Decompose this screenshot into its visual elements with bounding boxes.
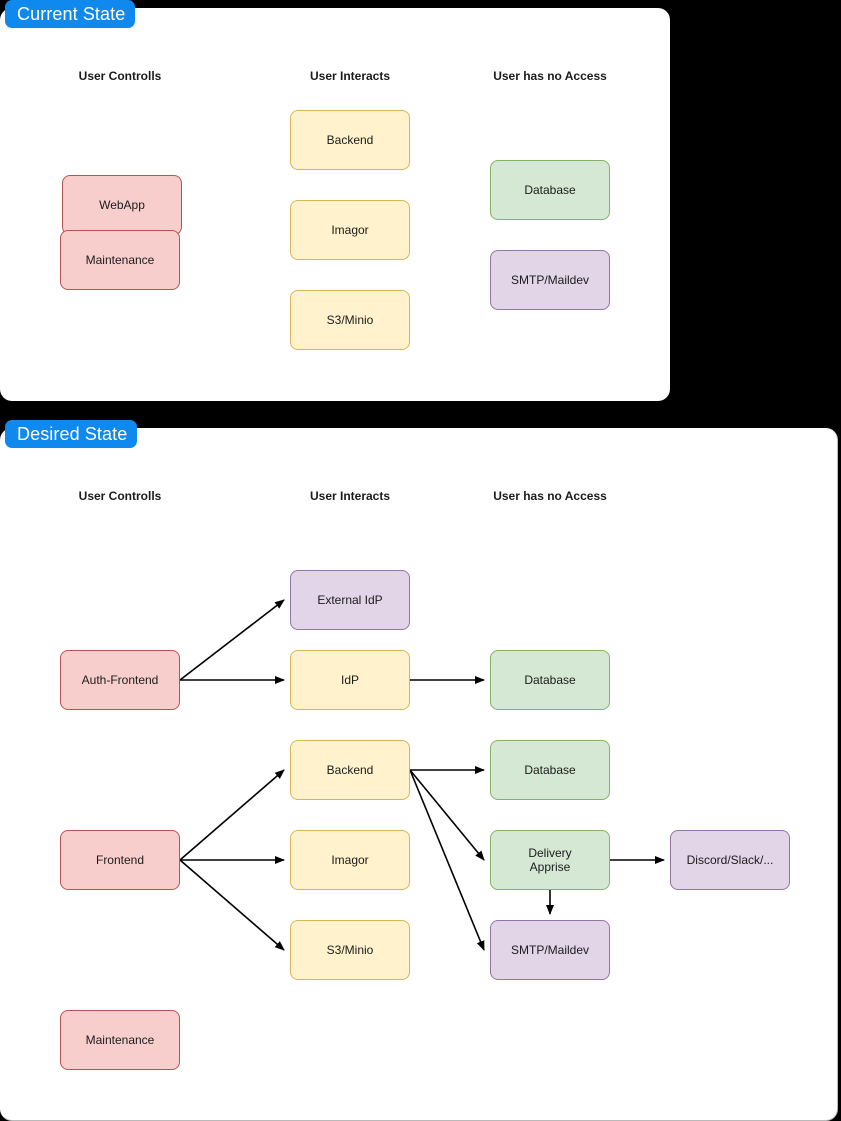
node-desired-delivery[interactable]: Delivery Apprise — [490, 830, 610, 890]
node-label: Auth-Frontend — [81, 673, 159, 687]
node-label: Backend — [326, 133, 374, 147]
node-desired-smtp2[interactable]: SMTP/Maildev — [490, 920, 610, 980]
node-label: Database — [524, 183, 576, 197]
node-label: Database — [524, 763, 576, 777]
node-desired-imagor2[interactable]: Imagor — [290, 830, 410, 890]
desired-column-heading-user-no-access: User has no Access — [493, 489, 607, 503]
node-label: Delivery Apprise — [528, 846, 572, 874]
node-label: S3/Minio — [326, 943, 374, 957]
node-current-maintenance[interactable]: Maintenance — [60, 230, 180, 290]
node-desired-external-idp[interactable]: External IdP — [290, 570, 410, 630]
node-current-s3minio[interactable]: S3/Minio — [290, 290, 410, 350]
node-label: Frontend — [95, 853, 145, 867]
current-state-title-badge: Current State — [5, 0, 136, 28]
node-label: S3/Minio — [326, 313, 374, 327]
node-label: External IdP — [317, 593, 383, 607]
current-column-heading-user-interacts: User Interacts — [309, 69, 391, 83]
node-desired-database2[interactable]: Database — [490, 740, 610, 800]
node-label: WebApp — [99, 198, 145, 212]
node-label: Maintenance — [85, 1033, 155, 1047]
current-column-heading-user-no-access: User has no Access — [493, 69, 607, 83]
node-current-imagor[interactable]: Imagor — [290, 200, 410, 260]
desired-column-heading-user-controls: User Controlls — [78, 489, 162, 503]
node-label: Database — [524, 673, 576, 687]
node-desired-maintenance2[interactable]: Maintenance — [60, 1010, 180, 1070]
node-label: Imagor — [331, 853, 369, 867]
node-desired-auth-frontend[interactable]: Auth-Frontend — [60, 650, 180, 710]
current-column-heading-user-controls: User Controlls — [78, 69, 162, 83]
node-label: SMTP/Maildev — [510, 273, 590, 287]
node-current-backend[interactable]: Backend — [290, 110, 410, 170]
node-label: Discord/Slack/... — [686, 853, 774, 867]
node-desired-s3minio2[interactable]: S3/Minio — [290, 920, 410, 980]
node-desired-frontend[interactable]: Frontend — [60, 830, 180, 890]
node-current-webapp[interactable]: WebApp — [62, 175, 182, 235]
node-current-database[interactable]: Database — [490, 160, 610, 220]
node-label: SMTP/Maildev — [510, 943, 590, 957]
node-desired-discord[interactable]: Discord/Slack/... — [670, 830, 790, 890]
node-label: Backend — [326, 763, 374, 777]
node-current-smtp[interactable]: SMTP/Maildev — [490, 250, 610, 310]
node-label: Imagor — [331, 223, 369, 237]
node-desired-backend2[interactable]: Backend — [290, 740, 410, 800]
node-label: IdP — [340, 673, 359, 687]
node-label: Maintenance — [85, 253, 155, 267]
desired-state-title-badge: Desired State — [5, 420, 138, 448]
node-desired-database-idp[interactable]: Database — [490, 650, 610, 710]
desired-column-heading-user-interacts: User Interacts — [309, 489, 391, 503]
node-desired-idp[interactable]: IdP — [290, 650, 410, 710]
